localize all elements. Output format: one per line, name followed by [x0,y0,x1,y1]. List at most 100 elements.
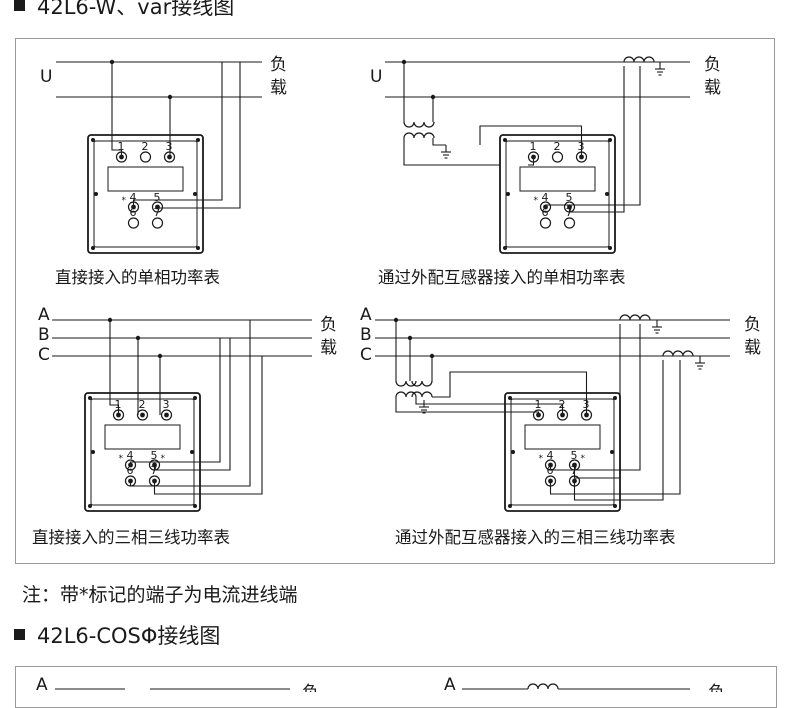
caption-direct-three: 直接接入的三相三线功率表 [32,528,230,547]
terminal-7 [563,217,576,229]
mount-screw [193,504,197,508]
terminal-label-6: 6 [127,464,134,477]
wire-pt-to-2 [415,397,564,415]
terminal-star-4: * [122,196,127,206]
bullet-square-icon [14,0,25,11]
label-a-4: A [360,305,372,325]
wire-pt-to-3 [479,125,583,157]
mount-screw [88,504,92,508]
terminal-label-7: 7 [154,206,161,219]
caption-ct-three: 通过外配互感器接入的三相三线功率表 [395,528,676,547]
terminal-label-5: 5 [566,191,573,204]
wire-6 [129,320,251,487]
bullet-square-icon [14,629,25,640]
mount-screw [88,396,92,400]
wire-pt-to-1 [528,157,535,166]
load-label-4b: 载 [744,338,761,358]
ct-coil-icon [527,683,559,690]
meter-display [519,166,596,192]
ct-coil-c-icon [662,350,694,357]
terminal-star-5: * [161,454,166,464]
terminal-label-4: 4 [130,191,137,204]
wire-4-ct [544,66,641,207]
wire-pt-to-3 [432,371,588,415]
load-label-cos-2: 负 [708,683,725,692]
load-label-cos-1: 负 [302,683,319,692]
terminal-2 [139,151,152,163]
terminal-3-core [164,412,169,418]
load-label-2b: 载 [704,78,721,98]
pt-coil-icon [411,380,433,387]
heading-cos-wiring: 42L6-COSΦ接线图 [14,623,220,649]
ct-coil-a-icon [619,314,651,321]
meter-display [524,424,601,450]
terminal-6 [539,217,552,229]
mount-screw [506,192,510,196]
wire-pt-to-1 [395,397,540,415]
mount-screw [608,246,612,250]
pt-coil-icon [403,132,435,139]
load-label-1: 负 [270,55,287,75]
terminal-label-4: 4 [547,449,554,462]
terminal-star-4: * [534,196,539,206]
load-label-1b: 载 [270,78,287,98]
terminal-star-5: * [581,454,586,464]
load-label-2: 负 [704,55,721,75]
note-current-terminal: 注：带*标记的端子为电流进线端 [22,584,298,606]
mount-screw [610,450,614,454]
load-label-3b: 载 [320,338,337,358]
mount-screw [503,246,507,250]
heading-w-var-text: 42L6-W、var接线图 [37,0,235,19]
terminal-label-5: 5 [154,191,161,204]
meter-display [104,424,181,450]
mount-screw [608,138,612,142]
mount-screw [196,246,200,250]
mount-screw [94,192,98,196]
terminal-label-2: 2 [139,398,146,411]
mount-screw [508,504,512,508]
label-b-3: B [38,325,50,345]
terminal-6 [127,217,140,229]
terminal-star-4: * [119,454,124,464]
meter-display [107,166,184,192]
terminal-label-3: 3 [163,398,170,411]
terminal-label-4: 4 [542,191,549,204]
wiring-diagram-frame [15,38,775,564]
mount-screw [605,192,609,196]
mount-screw [190,450,194,454]
mount-screw [613,504,617,508]
caption-ct-single: 通过外配互感器接入的单相功率表 [378,268,626,287]
terminal-label-6: 6 [130,206,137,219]
mount-screw [503,138,507,142]
label-u-2: U [370,67,382,87]
terminal-label-1: 1 [118,140,125,153]
mount-screw [91,138,95,142]
ct-coil-icon [623,56,655,63]
terminal-label-3: 3 [166,140,173,153]
wire-7 [153,356,263,495]
terminal-label-4: 4 [127,449,134,462]
wire-7-ct [573,360,664,501]
label-c-3: C [38,345,50,365]
wire-4 [129,338,221,465]
terminal-label-5: 5 [151,449,158,462]
mount-screw [511,450,515,454]
label-b-4: B [360,325,372,345]
wire-4-load [132,62,223,207]
wire-4-ct [549,324,641,471]
terminal-label-5: 5 [571,449,578,462]
wire-5-ct [573,324,621,479]
terminal-2-core [140,412,145,418]
meter-body [84,392,201,512]
mount-screw [193,192,197,196]
terminal-7 [151,217,164,229]
terminal-2 [551,151,564,163]
mount-screw [193,396,197,400]
wire-u-to-1 [111,62,123,157]
pt-coil-icon [403,121,435,128]
label-a-cos-2: A [444,675,456,692]
terminal-label-2: 2 [554,140,561,153]
wire-pt-out [403,138,528,166]
pt-coil-icon [411,391,433,398]
load-label-3: 负 [320,315,337,335]
